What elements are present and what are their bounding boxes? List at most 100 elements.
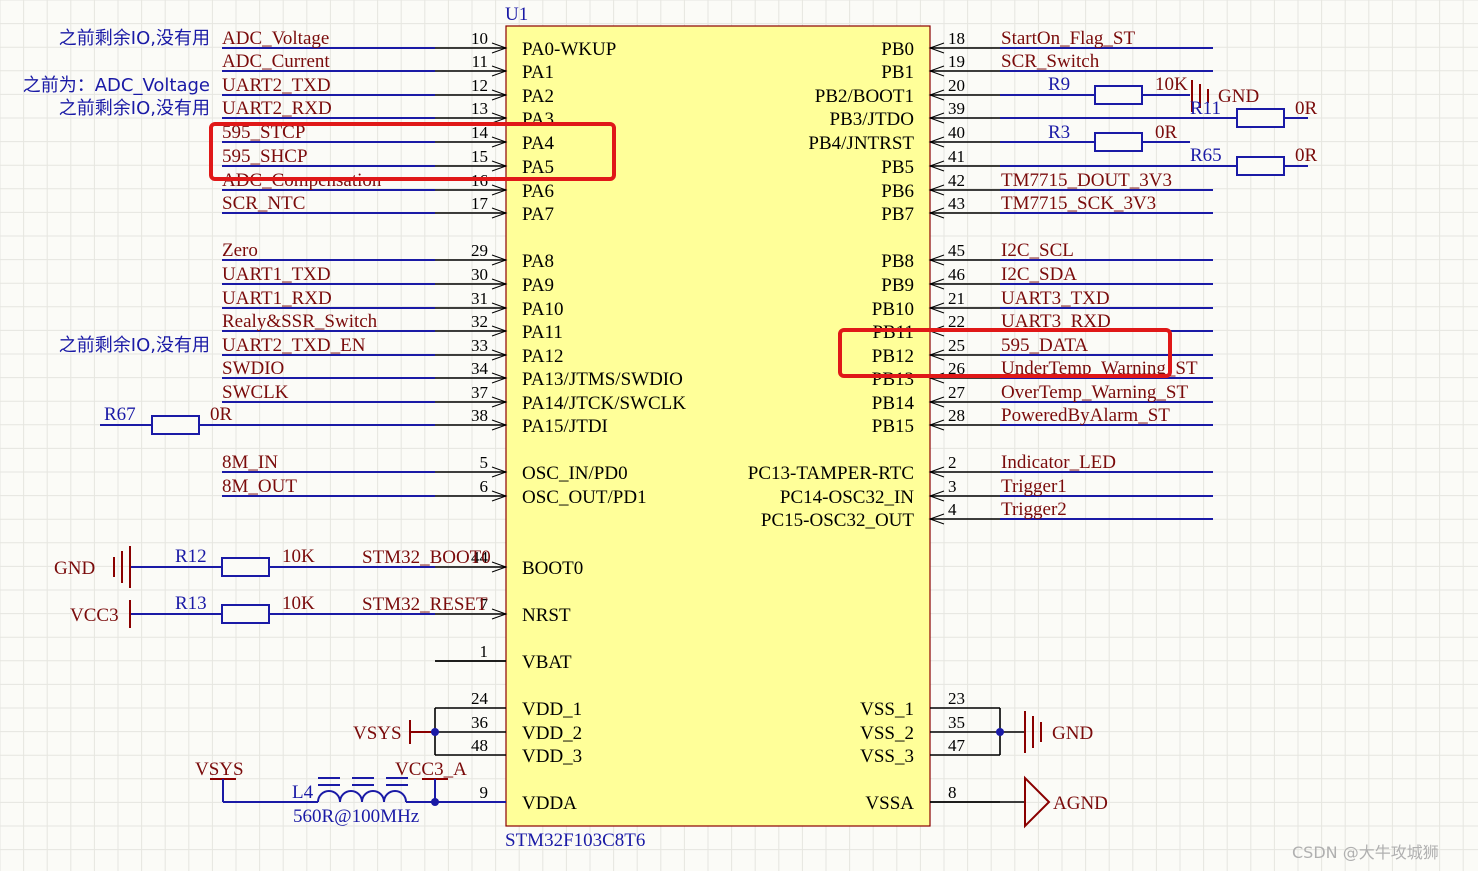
net-label[interactable]: UART2_TXD_EN xyxy=(222,335,366,356)
net-label[interactable]: PoweredByAlarm_ST xyxy=(1001,405,1170,426)
pin-number: 33 xyxy=(471,336,488,355)
net-label[interactable]: I2C_SCL xyxy=(1001,240,1074,261)
net-label[interactable]: 595_DATA xyxy=(1001,335,1088,356)
net-label[interactable]: UART2_RXD xyxy=(222,98,332,119)
resistor-r67[interactable]: R67 0R xyxy=(100,404,435,435)
resistor-r3[interactable]: R3 0R xyxy=(1000,122,1190,152)
net-label[interactable]: STM32_RESET xyxy=(362,594,488,615)
net-label[interactable]: Trigger1 xyxy=(1001,476,1067,497)
net-label[interactable]: Zero xyxy=(222,240,258,261)
net-label[interactable]: 595_STCP xyxy=(222,122,305,143)
resistor-r11[interactable]: R11 0R xyxy=(1000,98,1318,128)
resistor-r12[interactable]: R12 10K xyxy=(130,546,435,577)
net-label[interactable]: UART3_TXD xyxy=(1001,288,1110,309)
pin-name: PB14 xyxy=(872,393,915,414)
net-label[interactable]: SCR_NTC xyxy=(222,193,305,214)
net-label[interactable]: ADC_Current xyxy=(222,51,330,72)
chip-body[interactable] xyxy=(505,25,931,827)
net-label[interactable]: TM7715_SCK_3V3 xyxy=(1001,193,1156,214)
pin-number: 41 xyxy=(948,147,965,166)
net-label[interactable]: SWDIO xyxy=(222,358,284,379)
net-label[interactable]: SCR_Switch xyxy=(1001,51,1100,72)
inductor-l4[interactable]: VSYS VCC3_A L4 560R@100MHz xyxy=(195,759,506,827)
pin-direction-arrow xyxy=(491,302,508,314)
pin-direction-arrow xyxy=(491,466,508,478)
pin-direction-arrow xyxy=(491,561,508,573)
right-pin-group: 18PB0StartOn_Flag_ST19PB1SCR_Switch20PB2… xyxy=(748,28,1213,814)
net-label[interactable]: 8M_IN xyxy=(222,452,278,473)
net-label[interactable]: Trigger2 xyxy=(1001,499,1067,520)
resistor-r9[interactable]: R9 10K xyxy=(1000,74,1190,105)
pin-name: PB5 xyxy=(881,157,914,178)
pin-direction-arrow xyxy=(928,112,945,124)
net-label[interactable]: 8M_OUT xyxy=(222,476,297,497)
pin-direction-arrow xyxy=(928,396,945,408)
pin-direction-arrow xyxy=(491,254,508,266)
net-label[interactable]: ADC_Voltage xyxy=(222,28,329,49)
net-label[interactable]: UART1_RXD xyxy=(222,288,332,309)
net-label[interactable]: STM32_BOOT0 xyxy=(362,547,491,568)
resistor-r13[interactable]: R13 10K xyxy=(130,593,435,624)
pin-number: 4 xyxy=(948,500,957,519)
net-label[interactable]: UART2_TXD xyxy=(222,75,331,96)
net-label[interactable]: SWCLK xyxy=(222,382,289,403)
highlight-box-pa4-pa5 xyxy=(209,122,616,181)
pin-name: OSC_OUT/PD1 xyxy=(522,487,647,508)
net-label[interactable]: 595_SHCP xyxy=(222,146,308,167)
net-label[interactable]: Realy&SSR_Switch xyxy=(222,311,378,332)
net-label[interactable]: TM7715_DOUT_3V3 xyxy=(1001,170,1172,191)
net-label[interactable]: UART3_RXD xyxy=(1001,311,1111,332)
resistor-r65[interactable]: R65 0R xyxy=(1000,145,1318,176)
net-label[interactable]: UART1_TXD xyxy=(222,264,331,285)
pin-name: PA8 xyxy=(522,251,554,272)
net-label[interactable]: Indicator_LED xyxy=(1001,452,1116,473)
net-label[interactable]: StartOn_Flag_ST xyxy=(1001,28,1135,49)
net-label[interactable]: OverTemp_Warning_ST xyxy=(1001,382,1188,403)
net-label[interactable]: UnderTemp_Warning_ST xyxy=(1001,358,1198,379)
net-label[interactable]: I2C_SDA xyxy=(1001,264,1077,285)
